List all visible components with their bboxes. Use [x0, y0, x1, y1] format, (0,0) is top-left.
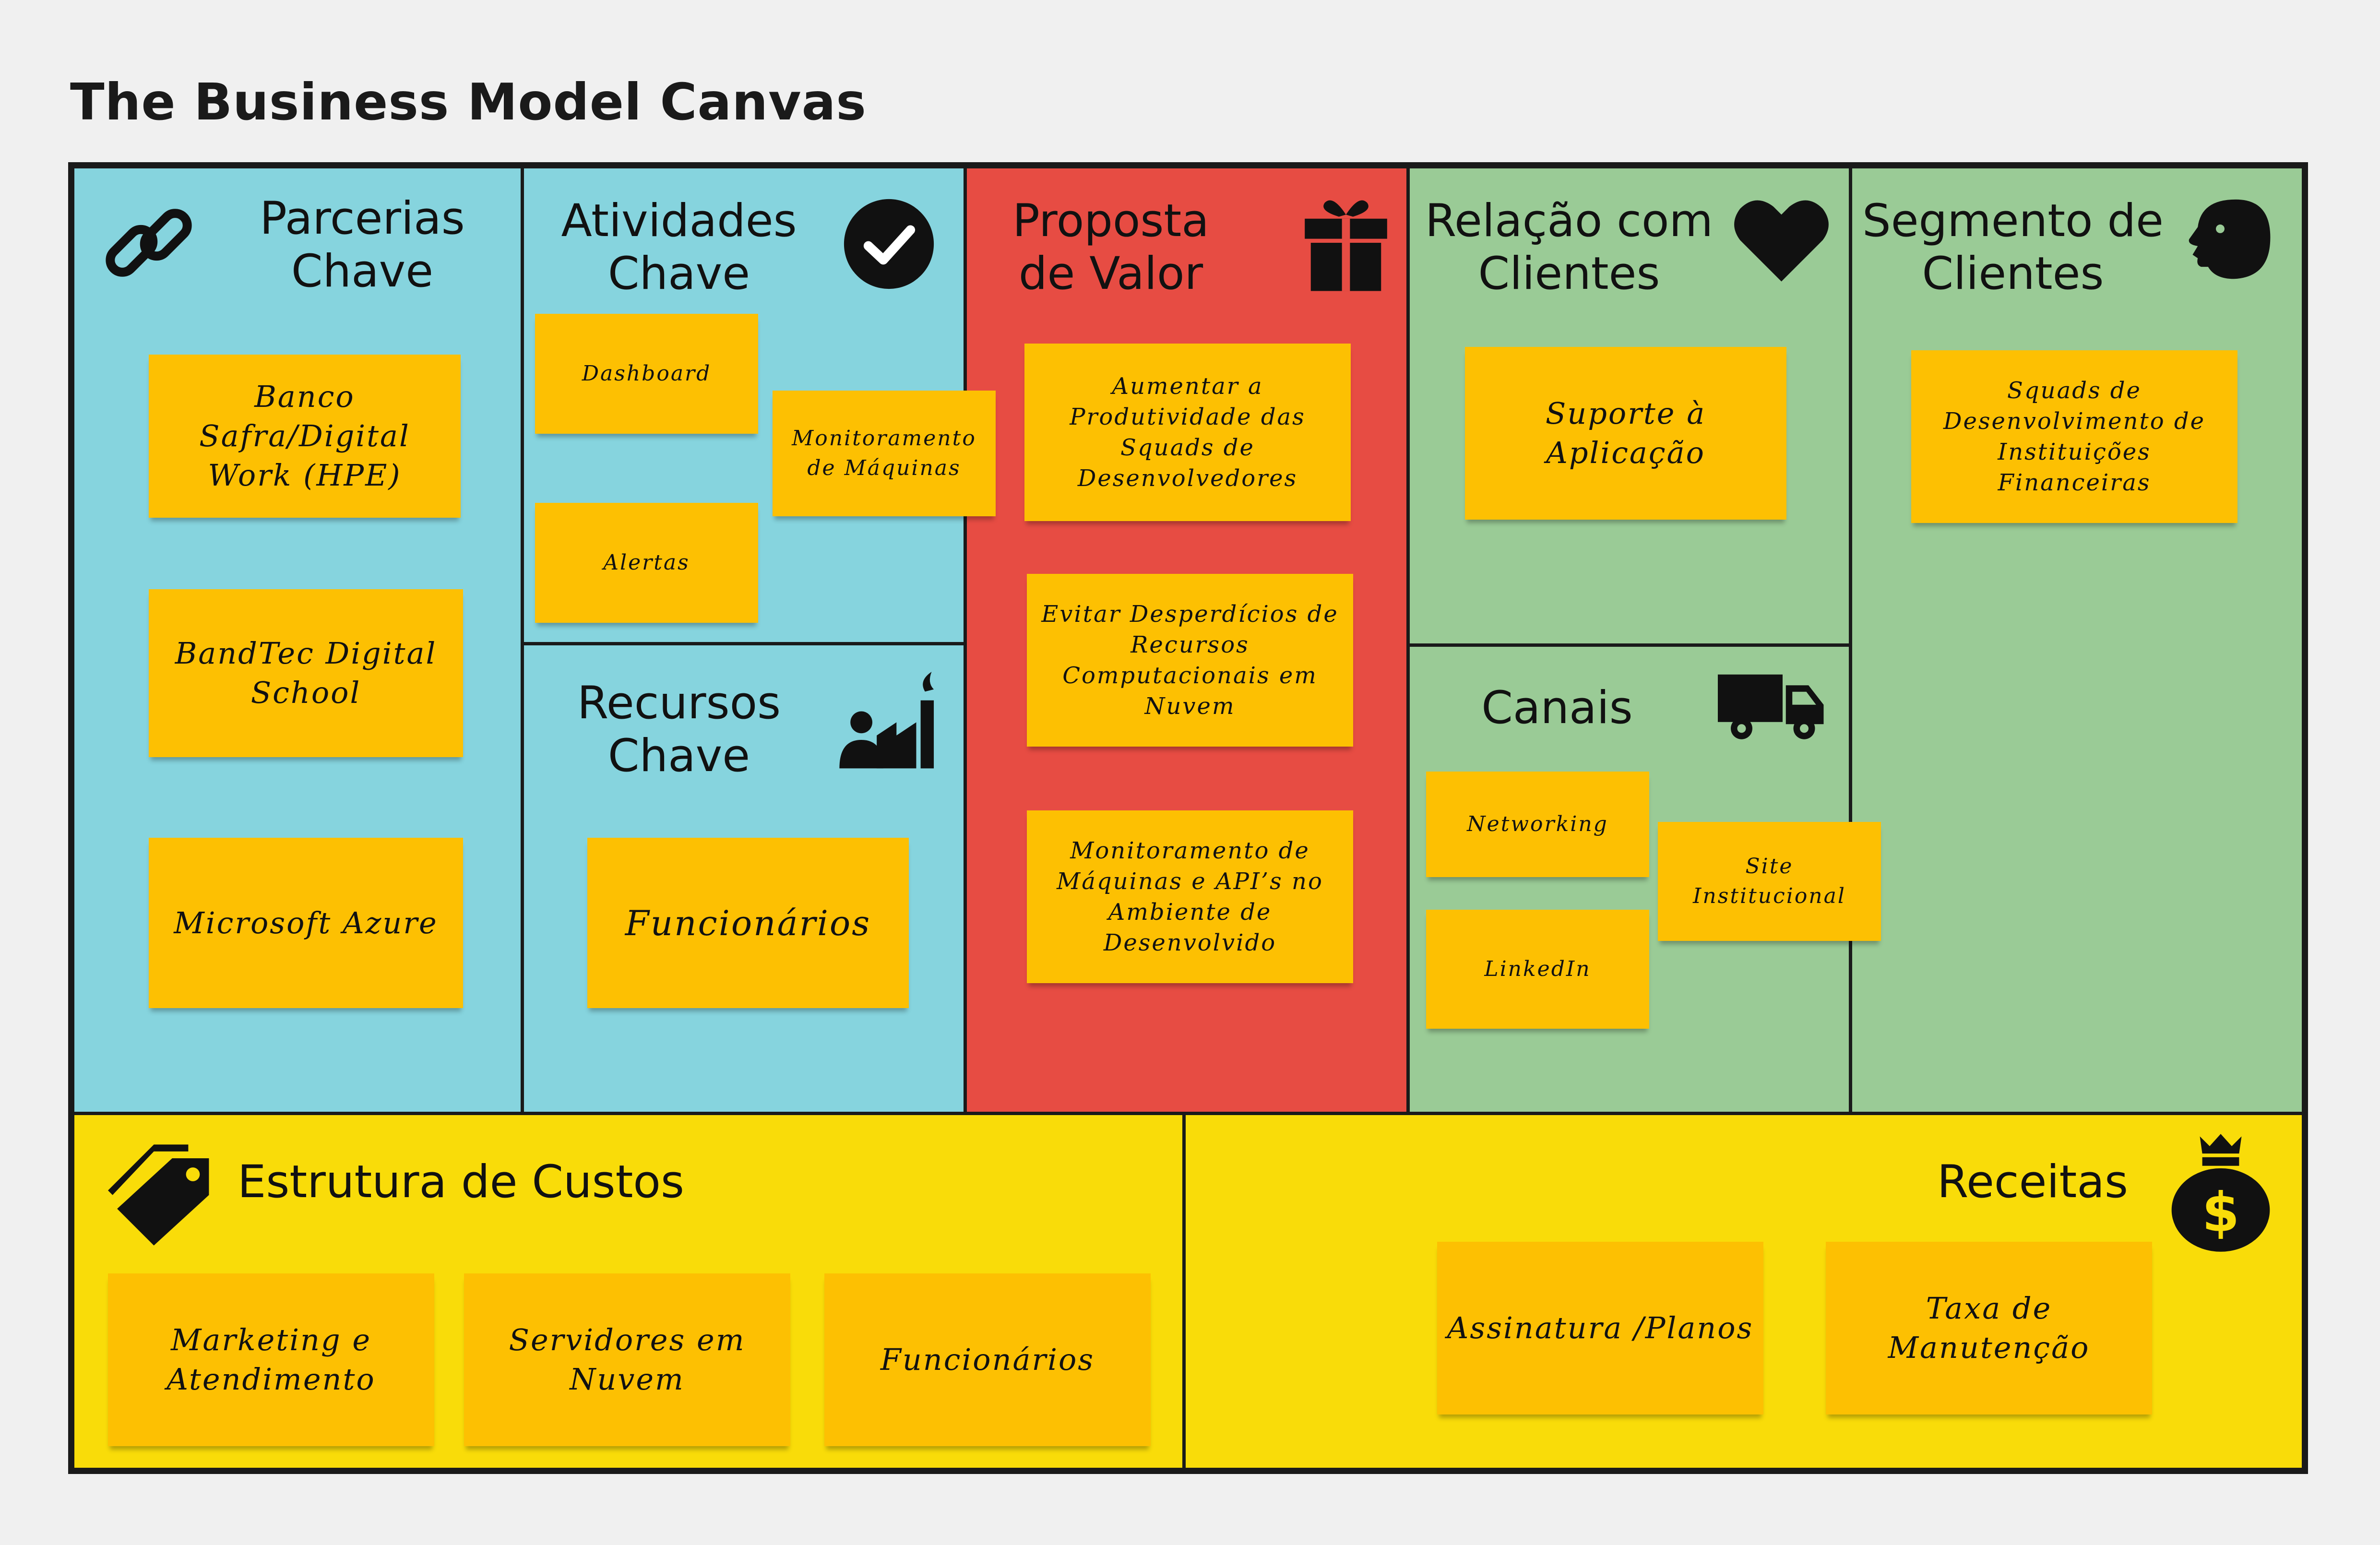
divider	[964, 168, 967, 1114]
business-model-canvas: Parcerias Chave Banco Safra/Digital Work…	[68, 162, 2308, 1474]
divider	[1408, 643, 1851, 647]
price-tag-icon	[108, 1133, 214, 1248]
estrutura-de-custos-heading: Estrutura de Custos	[238, 1156, 684, 1208]
note-segmento: Squads de Desenvolvimento de Instituiçõe…	[1911, 350, 2237, 523]
recursos-chave-heading: Recursos Chave	[577, 677, 781, 782]
divider	[523, 642, 965, 645]
divider	[521, 168, 524, 1114]
note-parcerias: Microsoft Azure	[149, 838, 463, 1008]
canais-heading: Canais	[1481, 682, 1633, 734]
parcerias-chave-heading: Parcerias Chave	[260, 192, 465, 297]
divider	[1182, 1114, 1186, 1468]
check-circle-icon	[842, 197, 936, 291]
note-atividades: Alertas	[535, 503, 758, 623]
note-proposta: Monitoramento de Máquinas e API’s no Amb…	[1027, 810, 1353, 983]
note-canais: LinkedIn	[1426, 910, 1649, 1029]
note-recursos: Funcionários	[587, 838, 909, 1008]
proposta-de-valor-heading: Proposta de Valor	[1012, 195, 1209, 300]
note-receitas: Taxa de Manutenção	[1826, 1242, 2152, 1414]
note-relacao: Suporte à Aplicação	[1465, 347, 1786, 520]
divider	[1406, 168, 1410, 1114]
note-canais: Site Institucional	[1658, 822, 1881, 941]
note-parcerias: BandTec Digital School	[149, 589, 463, 757]
gift-icon	[1303, 192, 1389, 293]
note-parcerias: Banco Safra/Digital Work (HPE)	[149, 355, 461, 518]
note-proposta: Aumentar a Produtividade das Squads de D…	[1024, 344, 1351, 521]
heart-icon	[1732, 195, 1831, 284]
factory-worker-icon	[833, 667, 943, 771]
page-title: The Business Model Canvas	[70, 73, 867, 131]
svg-text:$: $	[2202, 1181, 2239, 1244]
note-atividades: Monitoramento de Máquinas	[773, 391, 996, 516]
note-custos: Marketing e Atendimento	[108, 1273, 434, 1446]
note-custos: Servidores em Nuvem	[464, 1273, 790, 1446]
receitas-heading: Receitas	[1937, 1156, 2128, 1208]
note-atividades: Dashboard	[535, 314, 758, 434]
relacao-com-clientes-heading: Relação com Clientes	[1425, 195, 1714, 300]
note-custos: Funcionários	[824, 1273, 1151, 1446]
section-segmento-de-clientes	[1851, 168, 2302, 1114]
note-proposta: Evitar Desperdícios de Recursos Computac…	[1027, 574, 1353, 747]
person-head-icon	[2186, 197, 2272, 281]
truck-icon	[1718, 670, 1826, 742]
divider	[74, 1112, 2302, 1115]
money-bag-icon: $	[2168, 1130, 2273, 1255]
note-canais: Networking	[1426, 772, 1649, 877]
link-icon	[98, 192, 199, 293]
atividades-chave-heading: Atividades Chave	[561, 195, 797, 300]
segmento-de-clientes-heading: Segmento de Clientes	[1862, 195, 2164, 300]
divider	[1849, 168, 1852, 1114]
note-receitas: Assinatura /Planos	[1437, 1242, 1763, 1414]
